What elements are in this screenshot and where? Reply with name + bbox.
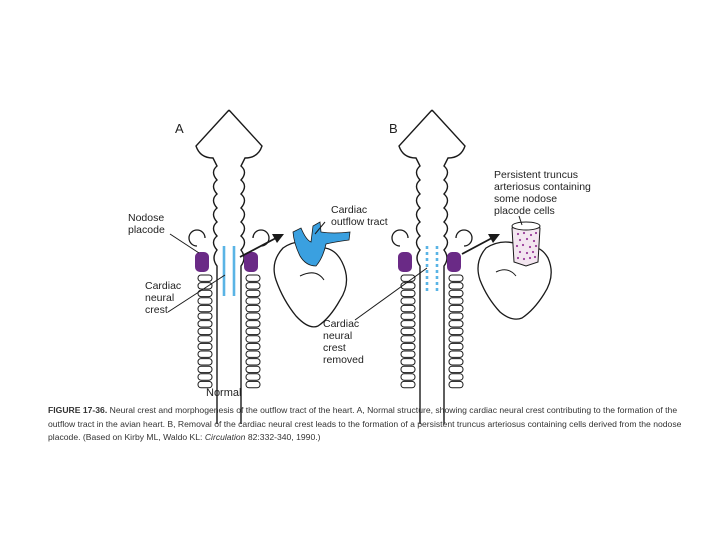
somite xyxy=(197,289,213,298)
somite xyxy=(245,320,261,328)
somite xyxy=(197,304,213,313)
leader-lines-a xyxy=(167,221,326,313)
somite xyxy=(448,274,464,282)
somite xyxy=(197,373,213,381)
outflow-tract-normal xyxy=(292,221,351,267)
somite xyxy=(448,297,464,305)
somite xyxy=(245,335,261,343)
panel-label-b: B xyxy=(389,121,398,136)
somite xyxy=(197,365,213,374)
caption-citation: 82:332-340, 1990.) xyxy=(245,432,321,442)
caption-text: Neural crest and morphogenesis of the ou… xyxy=(48,405,682,442)
somite xyxy=(245,358,261,366)
heart-persistent-truncus xyxy=(477,221,552,320)
somite xyxy=(400,373,416,381)
somite xyxy=(245,289,261,298)
somite xyxy=(245,274,261,282)
somite xyxy=(400,297,416,305)
panel-label-a: A xyxy=(175,121,184,136)
figure-number: FIGURE 17-36. xyxy=(48,405,108,415)
somite xyxy=(245,304,261,313)
somite xyxy=(448,365,464,374)
label-persistent-truncus: Persistent truncus arteriosus containing… xyxy=(494,169,591,217)
label-cardiac-outflow-tract: Cardiac outflow tract xyxy=(331,204,388,228)
label-nodose-placode: Nodose placode xyxy=(128,212,165,236)
somite xyxy=(245,380,261,389)
somite xyxy=(197,320,213,328)
somite xyxy=(245,342,261,351)
label-cardiac-neural-crest: Cardiac neural crest xyxy=(145,280,182,316)
heart-normal xyxy=(273,221,351,328)
arrow-a xyxy=(239,234,284,258)
somite xyxy=(197,350,213,358)
nodose-placode-a xyxy=(188,229,270,272)
somite xyxy=(448,350,464,358)
somite xyxy=(197,342,213,351)
removed-neural-crest-b xyxy=(425,246,439,292)
panel-a-illustration xyxy=(167,109,351,425)
somite xyxy=(245,282,261,290)
caption-journal: Circulation xyxy=(204,432,246,442)
somite xyxy=(448,282,464,290)
somite xyxy=(400,289,416,298)
somite xyxy=(197,380,213,389)
somite xyxy=(400,312,416,320)
somite xyxy=(245,373,261,381)
somites-a xyxy=(197,274,261,389)
somite xyxy=(448,373,464,381)
somite xyxy=(448,320,464,328)
somite xyxy=(400,365,416,374)
somite xyxy=(448,312,464,320)
nodose-placode-b xyxy=(391,229,473,272)
somite xyxy=(245,365,261,374)
somite xyxy=(448,289,464,298)
somite xyxy=(400,380,416,389)
arrow-b xyxy=(461,234,500,255)
somite xyxy=(197,335,213,343)
somite xyxy=(448,304,464,313)
somite xyxy=(448,335,464,343)
somite xyxy=(400,350,416,358)
somite xyxy=(245,297,261,305)
somite xyxy=(400,327,416,336)
somite xyxy=(448,342,464,351)
somite xyxy=(400,358,416,366)
somite xyxy=(448,380,464,389)
somite xyxy=(197,274,213,282)
somite xyxy=(245,327,261,336)
somite xyxy=(197,312,213,320)
leader-lines-b xyxy=(354,215,523,321)
somite xyxy=(197,327,213,336)
figure-caption: FIGURE 17-36. Neural crest and morphogen… xyxy=(48,404,688,445)
somite xyxy=(197,358,213,366)
somite xyxy=(448,327,464,336)
label-cardiac-neural-crest-removed: Cardiac neural crest removed xyxy=(323,318,364,366)
somite xyxy=(400,335,416,343)
somites-b xyxy=(400,274,464,389)
panel-b-illustration xyxy=(354,109,552,425)
somite xyxy=(400,320,416,328)
somite xyxy=(197,282,213,290)
truncus-arteriosus xyxy=(511,221,541,267)
somite xyxy=(400,342,416,351)
cardiac-neural-crest-a xyxy=(222,246,236,296)
placode-cells-dots xyxy=(515,231,538,261)
somite xyxy=(448,358,464,366)
somite xyxy=(400,304,416,313)
label-normal: Normal xyxy=(206,387,242,399)
somite xyxy=(245,350,261,358)
somite xyxy=(197,297,213,305)
somite xyxy=(245,312,261,320)
